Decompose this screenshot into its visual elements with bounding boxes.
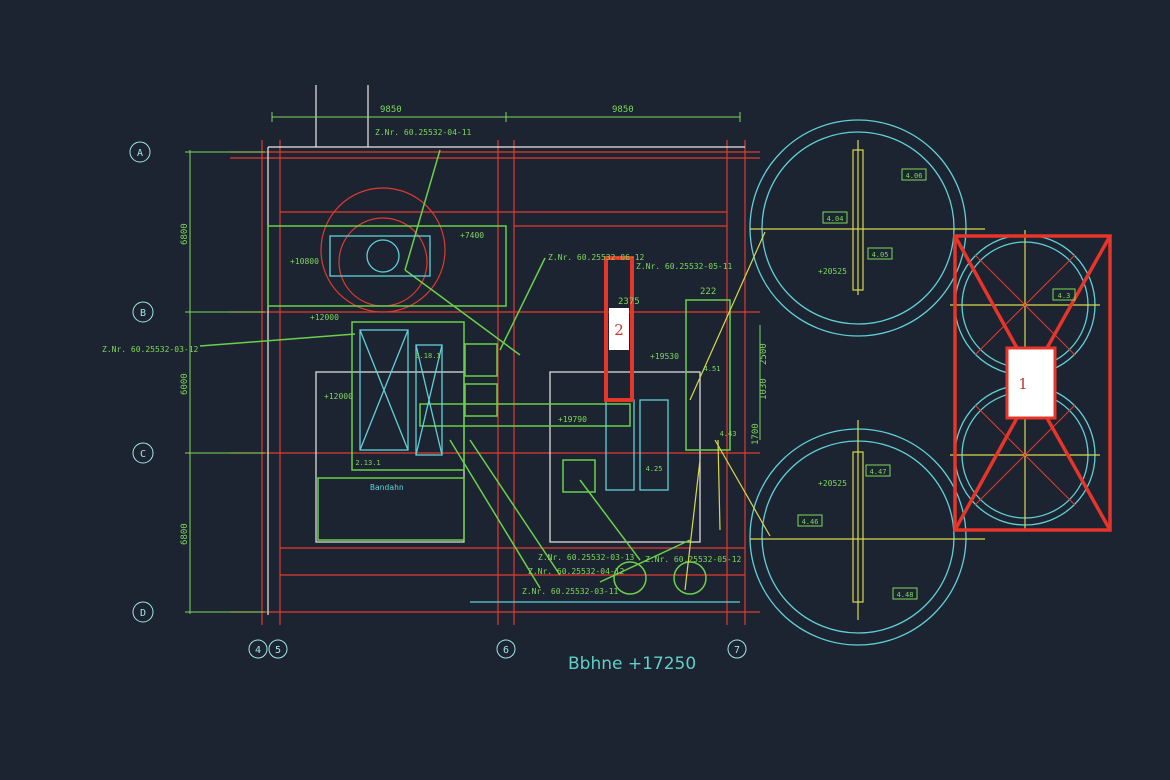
dim-1700: 1700: [751, 423, 761, 445]
dim-222: 222: [700, 287, 716, 297]
tag-label: 3.18.1: [415, 352, 440, 360]
dim-2375: 2375: [618, 297, 640, 307]
grid-col-5: 5: [275, 645, 281, 656]
tag-boxes: [797, 168, 1076, 600]
highlight-marker-1[interactable]: 1: [953, 234, 1112, 532]
elevation: +10800: [290, 257, 319, 266]
grid-row-c: C: [140, 449, 146, 460]
elevation: +12000: [310, 313, 339, 322]
outline-walls: [267, 85, 745, 615]
drawing-ref: Z.Nr. 60.25532-03-13: [538, 553, 635, 562]
drawing-title: Bbhne +17250: [568, 654, 696, 674]
grid-bubbles: [129, 141, 747, 659]
marker-label: 2: [614, 321, 624, 339]
drawing-ref: Z.Nr. 60.25532-04-12: [528, 567, 625, 576]
dim-top-2: 9850: [612, 105, 634, 115]
grid-col-4: 4: [255, 645, 261, 656]
elevation: +20525: [818, 479, 847, 488]
marker-label: 1: [1018, 375, 1028, 393]
drawing-ref: Z.Nr. 60.25532-05-12: [645, 555, 742, 564]
tag-label: 4.51: [704, 365, 721, 373]
drawing-ref: Z.Nr. 60.25532-06-12: [548, 253, 645, 262]
grid-row-d: D: [140, 608, 146, 619]
grid-row-a: A: [137, 148, 143, 159]
tank-supports: [974, 254, 1076, 506]
elevation: +12000: [324, 392, 353, 401]
pipes-and-vessels: [329, 119, 1096, 646]
dim-top-1: 9850: [380, 105, 402, 115]
elevation: +19530: [650, 352, 679, 361]
structural-grid: [230, 140, 760, 625]
tag-label: 4.05: [872, 251, 889, 259]
tag-label: 4.47: [870, 468, 887, 476]
dim-left-2: 6000: [180, 373, 190, 395]
tag-label: 4.48: [897, 591, 914, 599]
drawing-ref: Z.Nr. 60.25532-03-12: [102, 345, 199, 354]
elevation: +19790: [558, 415, 587, 424]
drawing-ref: Z.Nr. 60.25532-04-11: [375, 128, 472, 137]
dimension-lines: [185, 112, 761, 614]
tag-label: 4.43: [720, 430, 737, 438]
dim-left-3: 6800: [180, 523, 190, 545]
highlight-marker-2[interactable]: 2: [604, 256, 634, 402]
elevation: +7400: [460, 231, 484, 240]
drawing-ref: Z.Nr. 60.25532-05-11: [636, 262, 733, 271]
note-label: Bandahn: [370, 483, 404, 492]
tag-label: 4.25: [646, 465, 663, 473]
dim-2500: 2500: [759, 343, 769, 365]
tag-label: 4.06: [906, 172, 923, 180]
grid-row-b: B: [140, 308, 146, 319]
dim-left-1: 6800: [180, 223, 190, 245]
tag-label: 4.46: [802, 518, 819, 526]
dim-1030: 1030: [759, 378, 769, 400]
tag-label: 4.3: [1058, 292, 1071, 300]
elevation: +20525: [818, 267, 847, 276]
tag-label: 2.13.1: [355, 459, 380, 467]
equipment-outlines: [199, 149, 731, 595]
grid-col-7: 7: [734, 645, 740, 656]
grid-col-6: 6: [503, 645, 509, 656]
drawing-ref: Z.Nr. 60.25532-03-11: [522, 587, 619, 596]
tag-label: 4.04: [827, 215, 844, 223]
